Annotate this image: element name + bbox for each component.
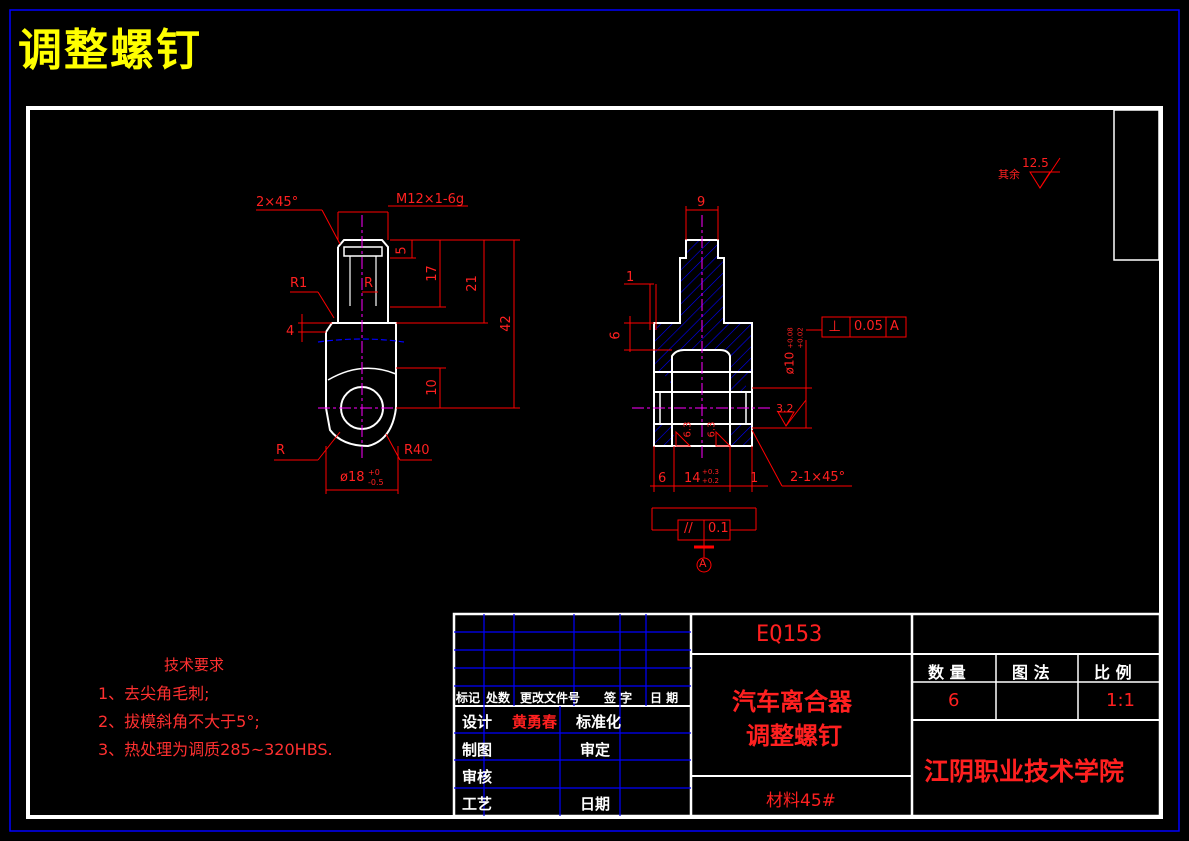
roughness-other-value: 12.5 — [1022, 156, 1049, 170]
dim-chamfer-side: 2-1×45° — [790, 470, 846, 485]
header-change-doc: 更改文件号 — [520, 691, 581, 705]
process-label: 工艺 — [462, 795, 493, 813]
page-title: 调整螺钉 — [18, 25, 202, 76]
drawing-label: 制图 — [462, 741, 493, 759]
material: 材料45# — [766, 791, 836, 811]
perp-datum: A — [890, 319, 899, 334]
dim-17: 17 — [424, 265, 440, 282]
dim-thread: M12×1-6g — [396, 192, 465, 207]
dim-r40: R40 — [404, 443, 430, 458]
dim-1-top: 1 — [626, 270, 635, 285]
standardization-label: 标准化 — [576, 713, 622, 731]
datum-label: A — [699, 557, 707, 570]
roughness-63a: 6.3 — [682, 421, 694, 438]
dim-r-inner: R — [364, 276, 374, 291]
dim-dia18: ø18 — [340, 470, 365, 485]
dim-42: 42 — [498, 315, 514, 332]
left-view-hidden-arc — [317, 338, 405, 343]
header-mark: 标记 — [456, 691, 481, 705]
dim-14: 14 — [684, 471, 701, 486]
quantity-value: 6 — [948, 690, 960, 711]
school-name: 江阴职业技术学院 — [924, 757, 1125, 786]
dim-6-left: 6 — [608, 331, 624, 340]
dim-dia10-tol-up: +0.08 — [786, 327, 795, 349]
dim-r1: R1 — [290, 276, 308, 291]
requirement-item: 1、去尖角毛刺; — [98, 684, 210, 703]
dim-21: 21 — [464, 275, 480, 292]
frame-corner-box — [1113, 109, 1160, 261]
dim-dia10-tol-low: +0.02 — [796, 327, 805, 349]
dim-dia18-tol-low: -0.5 — [368, 478, 384, 487]
dim-chamfer-top: 2×45° — [256, 195, 299, 210]
design-label: 设计 — [462, 713, 493, 731]
header-sign: 签 字 — [604, 691, 633, 705]
scale-label: 比 例 — [1094, 663, 1132, 682]
right-view-centerlines — [632, 215, 772, 458]
drawing-code: EQ153 — [756, 622, 823, 647]
dim-6-bottom: 6 — [658, 471, 667, 486]
parallel-symbol: // — [684, 521, 693, 536]
dim-10: 10 — [424, 379, 440, 396]
right-view-section — [653, 239, 753, 447]
title-block-frame — [452, 612, 1162, 818]
date-label: 日期 — [580, 795, 611, 813]
roughness-63b: 6.3 — [706, 421, 718, 438]
designer-name: 黄勇春 — [512, 713, 558, 731]
part-name-line1: 汽车离合器 — [732, 688, 852, 716]
left-view-dimensions — [256, 205, 520, 494]
requirement-item: 3、热处理为调质285~320HBS. — [98, 740, 333, 759]
left-view — [325, 239, 397, 448]
dim-5: 5 — [394, 246, 410, 255]
dim-1-bottom: 1 — [750, 471, 759, 486]
scale-value: 1:1 — [1106, 690, 1135, 711]
dim-r-outer: R — [276, 443, 286, 458]
requirements-heading: 技术要求 — [164, 656, 225, 674]
requirement-item: 2、拔模斜角不大于5°; — [98, 712, 260, 731]
header-count: 处数 — [486, 691, 511, 705]
quantity-label: 数 量 — [928, 663, 966, 682]
parallel-value: 0.1 — [708, 521, 729, 536]
dim-14-tol-low: +0.2 — [702, 477, 719, 485]
outer-border — [9, 9, 1180, 832]
perp-symbol: ⊥ — [828, 317, 842, 335]
review-label: 审核 — [462, 768, 493, 786]
dim-4: 4 — [286, 324, 295, 339]
dim-dia18-tol-up: +0 — [368, 468, 380, 477]
roughness-32: 3.2 — [776, 402, 794, 415]
header-date: 日 期 — [650, 691, 679, 705]
part-name-line2: 调整螺钉 — [746, 722, 842, 750]
perp-value: 0.05 — [854, 319, 883, 334]
approve-label: 审定 — [580, 741, 611, 759]
roughness-other-label: 其余 — [998, 168, 1020, 181]
dim-dia10: ø10 — [782, 351, 797, 375]
right-view-dimensions — [624, 157, 1061, 573]
dim-14-tol-up: +0.3 — [702, 468, 719, 476]
dim-9: 9 — [697, 195, 706, 210]
method-label: 图 法 — [1012, 663, 1050, 682]
